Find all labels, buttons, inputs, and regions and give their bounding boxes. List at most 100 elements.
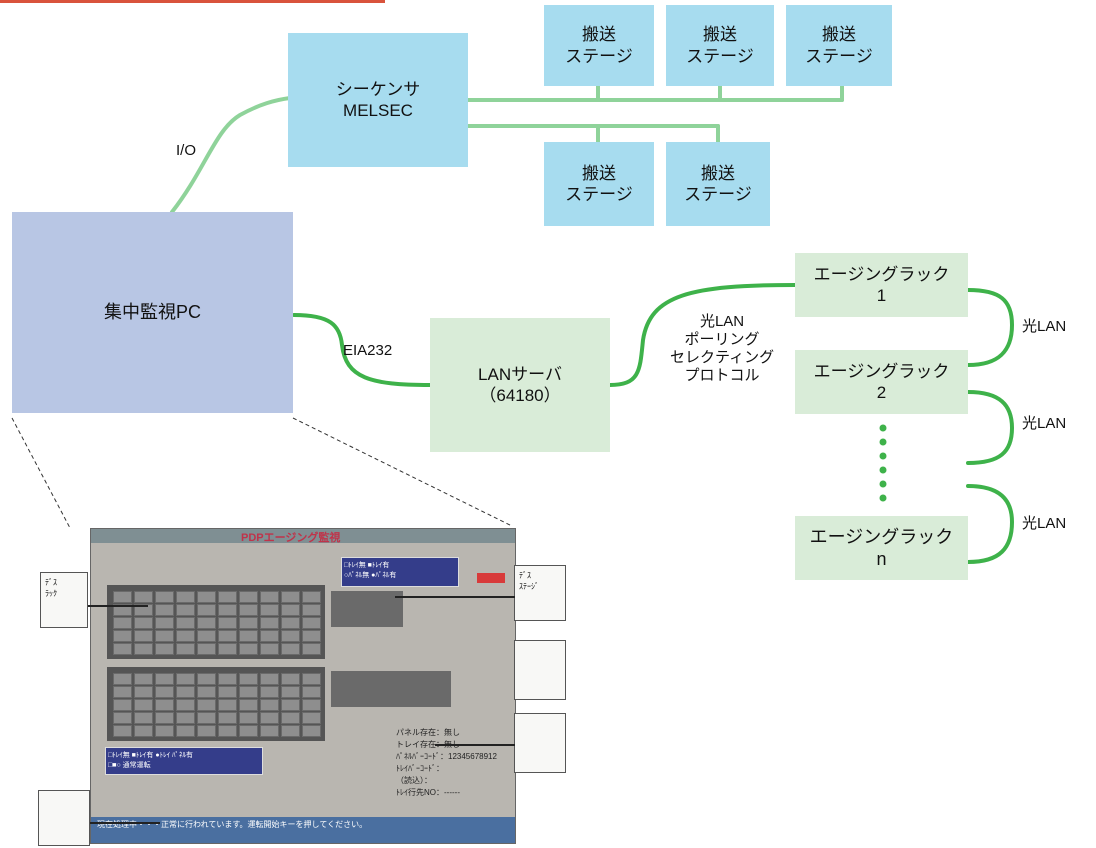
sequencer-box: シーケンサ MELSEC	[288, 33, 468, 167]
rack-grid-lower	[107, 667, 325, 741]
rack-cell	[155, 725, 174, 737]
accent-bar	[0, 0, 385, 3]
rack-cell	[218, 591, 237, 603]
rack-cell	[134, 630, 153, 642]
rack-cell	[113, 643, 132, 655]
rack-cell	[260, 591, 279, 603]
rack-cell	[302, 725, 321, 737]
rack-cell	[197, 673, 216, 685]
rack-cell	[239, 725, 258, 737]
rack-cell	[113, 617, 132, 629]
operation-callout-arrow	[90, 822, 160, 824]
rack-cell	[302, 673, 321, 685]
rack-cell	[281, 591, 300, 603]
rack-cell	[239, 699, 258, 711]
rack-cell	[302, 591, 321, 603]
rack-cell	[302, 630, 321, 642]
rack-cell	[218, 699, 237, 711]
io-line	[170, 96, 292, 214]
rack-cell	[260, 725, 279, 737]
rack-cell	[197, 699, 216, 711]
rack-cell	[155, 630, 174, 642]
projection-line-left	[11, 417, 71, 529]
rack-cell	[197, 712, 216, 724]
transport-stage-box: 搬送 ステージ	[786, 5, 892, 86]
alarm-indicator	[477, 573, 505, 583]
rack-cell	[218, 712, 237, 724]
rack-cell	[197, 725, 216, 737]
protocol-label: 光LAN ポーリング セレクティング プロトコル	[670, 313, 775, 384]
rack-cell	[239, 686, 258, 698]
rack-cell	[239, 643, 258, 655]
aging-rack-1-box: エージングラック 1	[795, 253, 968, 317]
rack-cell	[239, 617, 258, 629]
rack-cell	[134, 686, 153, 698]
stage-callout-arrow	[395, 596, 515, 598]
rack-cell	[218, 630, 237, 642]
rack-cell	[134, 725, 153, 737]
optical-lan-label: 光LAN	[1022, 515, 1067, 532]
rack-cell	[176, 725, 195, 737]
rack-cell	[302, 643, 321, 655]
rack-loop-2	[966, 390, 1015, 465]
info-line: （読込）：	[396, 776, 432, 785]
rack-cell	[113, 673, 132, 685]
rack-cell	[197, 617, 216, 629]
rack-cell	[281, 630, 300, 642]
rack-cell	[281, 699, 300, 711]
aging-rack-2-box: エージングラック 2	[795, 350, 968, 414]
rack-cell	[302, 699, 321, 711]
rack-cell	[218, 725, 237, 737]
rack-callout: ﾃﾞｽ ﾗｯｸ	[40, 572, 88, 628]
rack-cell	[281, 712, 300, 724]
rack-cell	[176, 673, 195, 685]
stage-callout: ﾃﾞｽ ｽﾃｰｼﾞ	[514, 565, 566, 621]
status-bar: 現在処理中・・・正常に行われています。運転開始キーを押してください。	[91, 817, 515, 843]
status-text: 現在処理中・・・正常に行われています。運転開始キーを押してください。	[97, 820, 368, 829]
rack-cell	[197, 604, 216, 616]
projection-line-right	[292, 417, 513, 527]
info-line: パネル存在：無し	[396, 728, 460, 737]
rack-callout-arrow	[88, 605, 148, 607]
rack-cell	[155, 712, 174, 724]
rack-cell	[134, 643, 153, 655]
optical-lan-label: 光LAN	[1022, 318, 1067, 335]
rack-cell	[260, 630, 279, 642]
rack-cell	[260, 712, 279, 724]
rack-cell	[134, 617, 153, 629]
rack-cell	[218, 686, 237, 698]
rack-cell	[197, 630, 216, 642]
rack-cell	[302, 686, 321, 698]
rack-cell	[302, 712, 321, 724]
rack-grid-upper	[107, 585, 325, 659]
operation-callout	[38, 790, 90, 846]
lan-server-box: LANサーバ （64180）	[430, 318, 610, 452]
monitoring-screen-image: PDPエージング監視 □ﾄﾚｲ無 ■ﾄﾚｲ有 ○ﾊﾟﾈﾙ無 ●ﾊﾟﾈﾙ有 □ﾄﾚ…	[90, 528, 516, 844]
rack-cell	[260, 604, 279, 616]
stage-grid-lower	[331, 671, 451, 707]
rack-cell	[239, 712, 258, 724]
optical-lan-label: 光LAN	[1022, 415, 1067, 432]
info-line: トレイ存在：無し	[396, 740, 460, 749]
info-line: ﾄﾚｲﾊﾞｰｺｰﾄﾞ：	[396, 764, 444, 773]
rack-cell	[155, 591, 174, 603]
rack-cell	[281, 643, 300, 655]
rack-cell	[155, 604, 174, 616]
rack-cell	[281, 673, 300, 685]
rack-cell	[260, 699, 279, 711]
rack-cell	[134, 673, 153, 685]
legend-bottom: □ﾄﾚｲ無 ■ﾄﾚｲ有 ●ﾄﾚｲ ﾊﾟﾈﾙ有 □■○ 通常運転	[105, 747, 263, 775]
aging-rack-n-box: エージングラック n	[795, 516, 968, 580]
transport-stage-box: 搬送 ステージ	[666, 5, 774, 86]
rack-cell	[197, 591, 216, 603]
central-monitoring-pc-box: 集中監視PC	[12, 212, 293, 413]
info-callout	[514, 713, 566, 773]
rack-cell	[176, 617, 195, 629]
rack-cell	[176, 630, 195, 642]
rack-cell	[113, 699, 132, 711]
transport-stage-box: 搬送 ステージ	[544, 5, 654, 86]
info-line: ﾊﾟﾈﾙﾊﾞｰｺｰﾄﾞ：12345678912	[396, 752, 497, 761]
rack-cell	[218, 617, 237, 629]
legend-top: □ﾄﾚｲ無 ■ﾄﾚｲ有 ○ﾊﾟﾈﾙ無 ●ﾊﾟﾈﾙ有	[341, 557, 459, 587]
rack-cell	[260, 643, 279, 655]
